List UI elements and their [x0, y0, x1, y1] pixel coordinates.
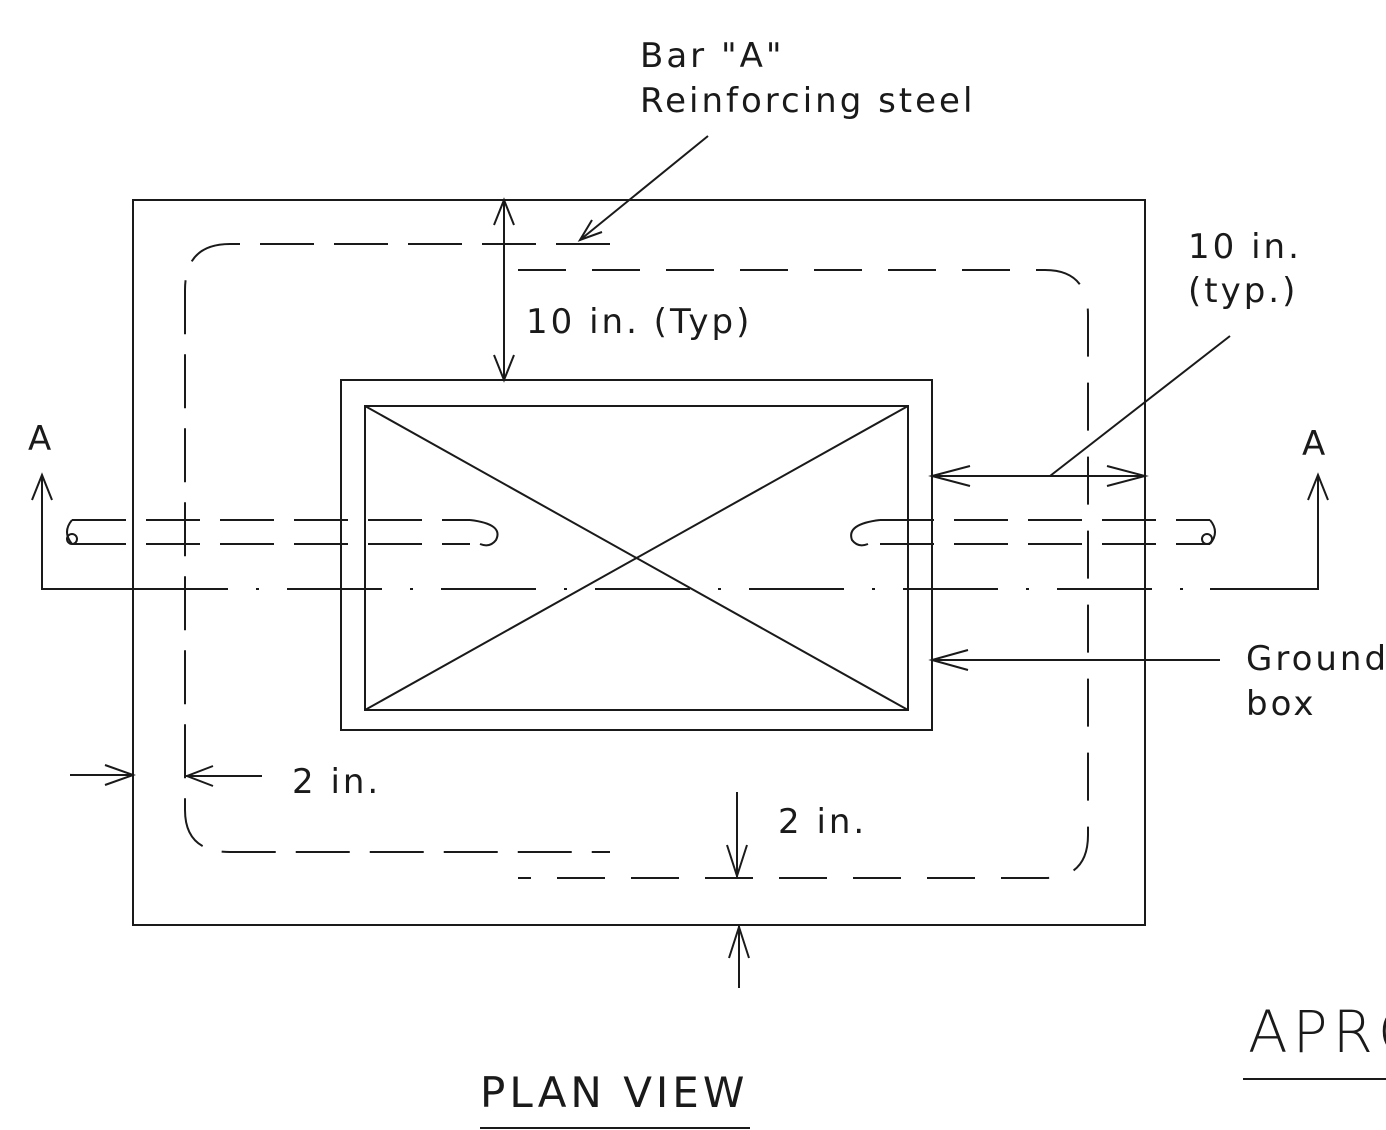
section-marker-right [1210, 475, 1319, 590]
section-arrow-right [1307, 472, 1329, 501]
reinforcing-bar-loop-inner [518, 269, 1089, 879]
ground-box-lid [364, 405, 909, 711]
ground-box-arrowhead [928, 649, 969, 671]
top-dim-arrow-up [493, 197, 515, 226]
section-marker-left [41, 475, 150, 590]
right-dim-arrow-right [1106, 465, 1149, 487]
bottom-cover-arrow-1 [726, 844, 748, 880]
plan-view-title: PLAN VIEW [480, 1068, 748, 1117]
bar-a-arrowhead [577, 219, 603, 242]
section-label-right: A [1302, 424, 1328, 464]
right-hook-curl [850, 519, 881, 547]
right-dim-leader [1049, 335, 1231, 477]
partial-title: APRO [1248, 998, 1386, 1066]
section-arrow-left [31, 472, 53, 501]
bottom-cover-label: 2 in. [778, 802, 867, 842]
left-cover-arrow-1 [104, 764, 136, 786]
left-cover-arrow-2 [184, 765, 214, 787]
left-hook-curl [469, 519, 499, 547]
left-cover-label: 2 in. [292, 762, 381, 802]
reinforcing-bar-loop-outer [184, 243, 610, 853]
right-hook-dot [1201, 533, 1213, 545]
bar-a-label-line2: Reinforcing steel [640, 81, 975, 121]
right-dim-arrow-left [928, 465, 971, 487]
top-dim-arrow-down [493, 354, 515, 383]
bar-a-label-line1: Bar "A" [640, 36, 784, 76]
lid-diagonal-2 [364, 405, 909, 711]
bar-a-leader [579, 135, 709, 241]
section-label-left: A [28, 419, 54, 459]
right-dim-label-line1: 10 in. [1188, 227, 1302, 267]
ground-box-label-line2: box [1246, 684, 1316, 724]
left-hook-dot [66, 533, 78, 545]
left-hook-end [66, 519, 73, 545]
right-dim-label-line2: (typ.) [1188, 271, 1298, 311]
ground-box-frame [340, 379, 933, 731]
ground-box-label-line1: Ground [1246, 639, 1386, 679]
apron-slab-outline [132, 199, 1146, 926]
top-dim-label: 10 in. (Typ) [526, 302, 752, 342]
bottom-cover-arrow-2 [728, 923, 750, 959]
